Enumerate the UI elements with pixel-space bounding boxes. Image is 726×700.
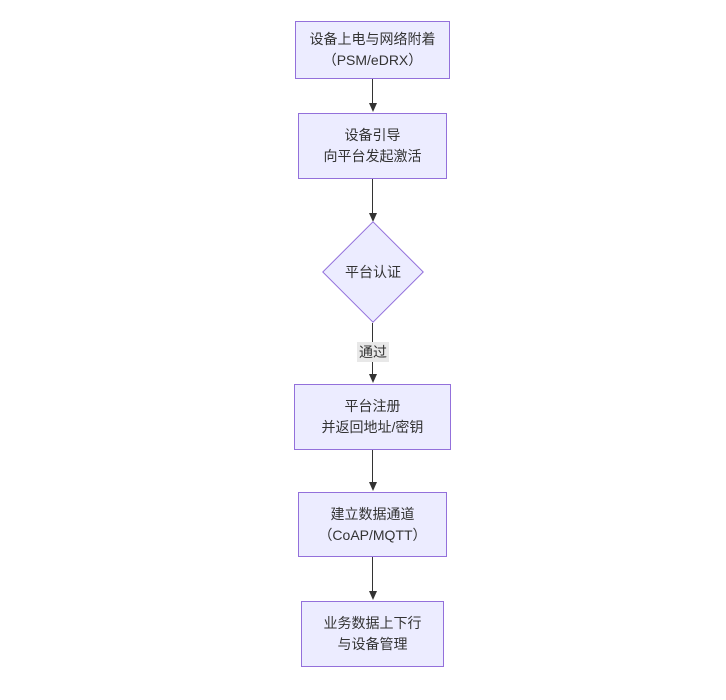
node-text-line: 平台注册 <box>344 398 401 414</box>
arrowhead-down-icon <box>369 103 377 112</box>
node-text-line: 设备上电与网络附着 <box>309 31 436 47</box>
arrowhead-down-icon <box>369 213 377 222</box>
edge-register-to-channel-line <box>372 450 373 482</box>
edge-power-to-bootstrap-line <box>372 79 373 103</box>
node-text-line: 向平台发起激活 <box>323 148 422 164</box>
edge-label-pass: 通过 <box>357 342 389 362</box>
arrowhead-down-icon <box>369 374 377 383</box>
node-bootstrap: 设备引导 向平台发起激活 <box>298 113 447 179</box>
edge-channel-to-business-line <box>372 557 373 591</box>
arrowhead-down-icon <box>369 591 377 600</box>
node-text-line: 平台认证 <box>345 264 401 280</box>
node-text-line: 设备引导 <box>344 127 401 143</box>
edge-bootstrap-to-auth-line <box>372 179 373 213</box>
node-platform-register: 平台注册 并返回地址/密钥 <box>294 384 451 450</box>
node-text-line: 建立数据通道 <box>330 505 415 522</box>
arrowhead-down-icon <box>369 482 377 491</box>
node-text-line: 并返回地址/密钥 <box>321 419 424 435</box>
node-business-data: 业务数据上下行 与设备管理 <box>301 601 444 667</box>
node-text-line: （CoAP/MQTT） <box>318 526 427 543</box>
node-power-attach: 设备上电与网络附着 （PSM/eDRX） <box>295 21 450 79</box>
node-data-channel: 建立数据通道 （CoAP/MQTT） <box>298 492 447 557</box>
node-text-line: （PSM/eDRX） <box>322 52 423 68</box>
node-text-line: 业务数据上下行 <box>323 615 422 631</box>
node-text-line: 与设备管理 <box>337 636 408 652</box>
